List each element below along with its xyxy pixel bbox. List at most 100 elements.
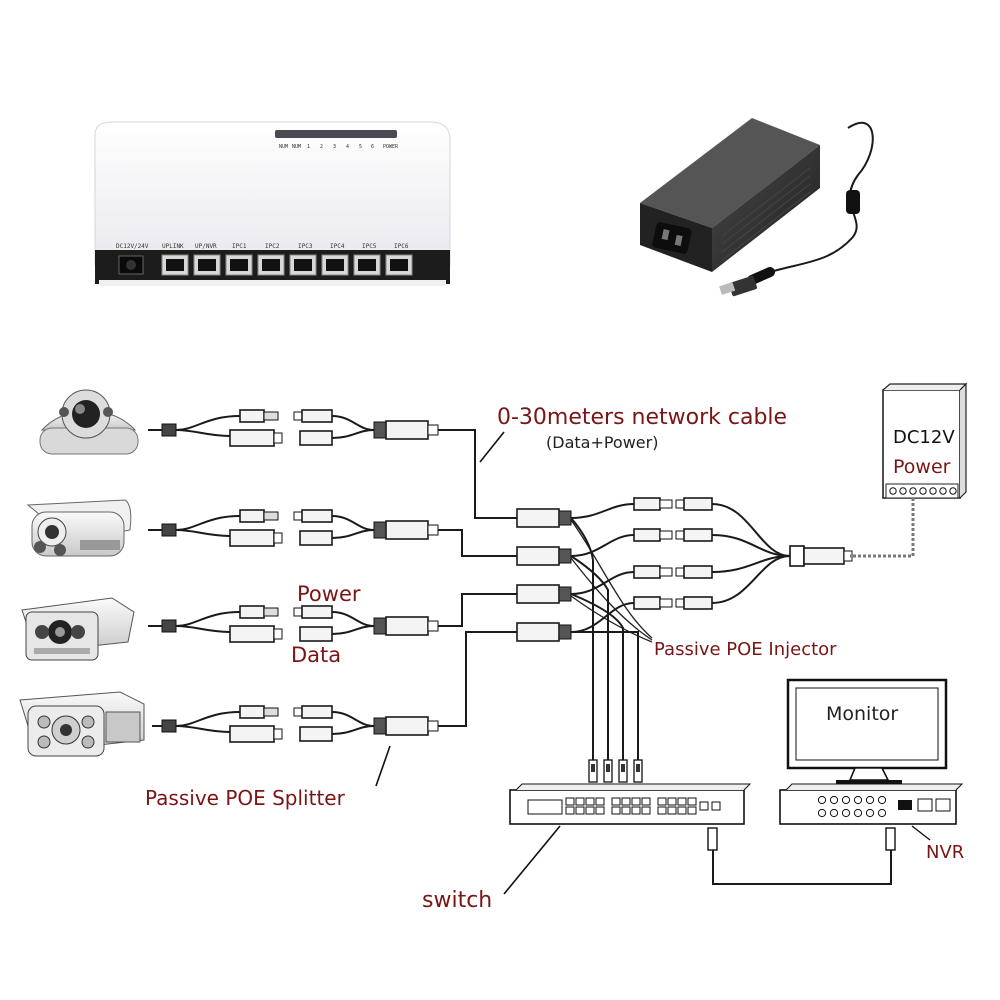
led-label: 2	[320, 144, 323, 150]
splitter-knot	[373, 521, 387, 539]
dc-jack	[301, 409, 333, 423]
nvr-label: NVR	[926, 842, 964, 863]
switch-port	[641, 797, 651, 806]
power-fan-lead	[711, 555, 791, 604]
injector-knot	[558, 510, 572, 526]
rj45-ports	[161, 254, 413, 276]
switch-label: switch	[422, 888, 492, 913]
data-lead	[175, 625, 231, 633]
dc12v-label: DC12V	[893, 427, 955, 448]
terminal-screw	[949, 487, 957, 495]
port-label: DC12V/24V	[116, 243, 149, 250]
power-lead	[175, 711, 241, 727]
switch-port	[631, 797, 641, 806]
injector-dc-tip	[659, 499, 673, 509]
dc12v-power-supply: DC12V Power	[850, 382, 968, 558]
rj45-jack	[299, 530, 333, 546]
data-lead	[175, 725, 231, 733]
switch-port	[641, 806, 651, 815]
switch-port	[657, 806, 667, 815]
merge-data	[331, 625, 375, 635]
power-hub	[789, 545, 805, 567]
port-label: IPC1	[232, 243, 247, 250]
pigtail-knot	[161, 619, 177, 633]
nvr-bnc-port	[877, 795, 887, 805]
injector-dc-tip	[659, 530, 673, 540]
rj45-jack	[299, 430, 333, 446]
switch-port	[565, 806, 575, 815]
splitter-label: Passive POE Splitter	[145, 786, 346, 810]
led-label: 6	[371, 144, 374, 150]
injector-dc-plug	[633, 596, 661, 610]
power-lead	[175, 611, 241, 627]
dc-jack-tip	[293, 411, 303, 421]
switch-port	[677, 797, 687, 806]
rj45-port-hole	[326, 259, 344, 271]
box-camera-icon	[21, 597, 135, 661]
injector-dc-plug	[633, 528, 661, 542]
switch-port	[657, 797, 667, 806]
port-label: IPC4	[330, 243, 345, 250]
nvr-bnc-port	[853, 795, 863, 805]
rj45-plug	[229, 625, 275, 643]
nvr-bnc-port	[829, 795, 839, 805]
rj45-plug	[229, 429, 275, 447]
dc-plug-tip	[263, 707, 279, 717]
injector-dc-tip	[659, 567, 673, 577]
monitor-label: Monitor	[826, 703, 898, 725]
switch-port	[585, 806, 595, 815]
power-lead	[175, 515, 241, 531]
rj45-plug	[229, 725, 275, 743]
splitter-row	[148, 409, 439, 447]
splitter-row	[152, 705, 439, 743]
nvr-bnc-port	[865, 795, 875, 805]
led-label: NUM	[279, 144, 288, 150]
switch-rj45-plug-band	[591, 764, 595, 772]
dome-camera-icon	[39, 389, 139, 455]
port-label: IPC3	[298, 243, 313, 250]
power-hub-body	[803, 547, 845, 565]
splitter-rj45-tip	[427, 720, 439, 732]
rj45-port-hole	[198, 259, 216, 271]
dc-plug-tip	[263, 511, 279, 521]
housing-camera-icon	[19, 691, 145, 757]
power-supply-label: Power	[893, 456, 951, 478]
rj45-jack	[299, 726, 333, 742]
led-strip	[275, 130, 397, 138]
switch-port	[595, 806, 605, 815]
injector-label: Passive POE Injector	[654, 639, 837, 660]
splitter-rj45	[385, 716, 429, 736]
port-label: UPLINK	[162, 243, 184, 250]
nvr-bnc-port	[817, 795, 827, 805]
switch-port	[677, 806, 687, 815]
switch-rj45-plug-band	[621, 764, 625, 772]
switch-port	[621, 797, 631, 806]
dc-plug	[239, 705, 265, 719]
splitter-knot	[373, 421, 387, 439]
splitter-rj45-tip	[427, 620, 439, 632]
data-lead	[175, 529, 231, 537]
power-hub-tip	[843, 550, 853, 562]
merge-power	[331, 415, 375, 431]
nvr-device	[779, 783, 964, 825]
dc-plug-tip	[263, 411, 279, 421]
splitter-knot	[373, 717, 387, 735]
terminal-screw	[919, 487, 927, 495]
injector-knot	[558, 624, 572, 640]
poe-splitter-rows	[148, 409, 439, 743]
led-labels: NUM NUM 1 2 3 4 5 6 POWER	[279, 144, 399, 150]
splitter-row	[148, 605, 439, 643]
splitter-dc-plug	[683, 596, 713, 610]
splitter-dc-tip	[675, 567, 685, 577]
switch-port	[667, 806, 677, 815]
injector-dc-lead	[570, 503, 635, 519]
switch-rj45-plug-band	[636, 764, 640, 772]
dc-jack-tip	[293, 707, 303, 717]
merge-power	[331, 711, 375, 727]
terminal-screw	[899, 487, 907, 495]
dc-plug	[239, 409, 265, 423]
power-fan-lead	[711, 534, 791, 557]
port-label: IPC5	[362, 243, 377, 250]
dc-jack-tip	[293, 607, 303, 617]
